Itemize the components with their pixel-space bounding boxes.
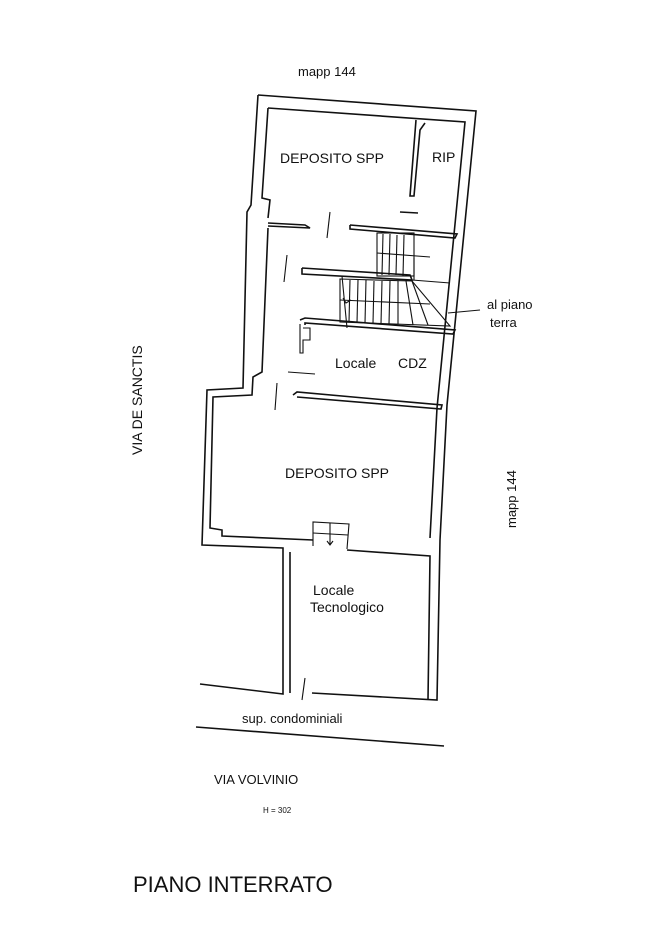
outer-wall-left xyxy=(199,94,284,695)
room-label: CDZ xyxy=(398,355,427,371)
stairs xyxy=(339,232,481,329)
door-mark xyxy=(283,254,288,283)
common-area-label: sup. condominiali xyxy=(242,711,343,726)
north-parcel-label: mapp 144 xyxy=(298,64,356,79)
room-label: DEPOSITO SPP xyxy=(285,465,389,481)
plan-title: PIANO INTERRATO xyxy=(133,872,333,897)
height-note: H = 302 xyxy=(263,806,292,815)
room-label: RIP xyxy=(432,149,455,165)
cdz-niche xyxy=(299,324,311,354)
street-line xyxy=(195,726,445,747)
room-label: Locale xyxy=(313,582,354,598)
small-stairs xyxy=(312,521,350,550)
partition-stairs-top xyxy=(349,224,459,239)
south-street-label: VIA VOLVINIO xyxy=(214,772,298,787)
partition-cdz-bottom xyxy=(292,391,444,410)
inner-wall-left-lower xyxy=(209,227,314,541)
cdz-wall-top xyxy=(299,317,457,335)
room-label: Tecnologico xyxy=(310,599,384,615)
room-label: Locale xyxy=(335,355,376,371)
leader-line xyxy=(447,309,481,314)
room-label: DEPOSITO SPP xyxy=(280,150,384,166)
inner-wall-left xyxy=(261,107,271,219)
east-parcel-label: mapp 144 xyxy=(504,470,519,528)
inner-wall xyxy=(267,107,466,539)
tec-wall-top xyxy=(346,549,431,701)
door-mark xyxy=(326,211,331,239)
stair-note: al piano xyxy=(487,297,533,312)
stair-note: terra xyxy=(490,315,518,330)
door-mark xyxy=(274,382,278,411)
door-mark xyxy=(287,371,316,375)
door-mark xyxy=(301,677,306,701)
rip-door xyxy=(399,211,419,214)
partition-top xyxy=(267,222,311,229)
west-street-label: VIA DE SANCTIS xyxy=(129,345,145,455)
rip-wall xyxy=(409,119,426,197)
outer-wall xyxy=(257,94,477,701)
